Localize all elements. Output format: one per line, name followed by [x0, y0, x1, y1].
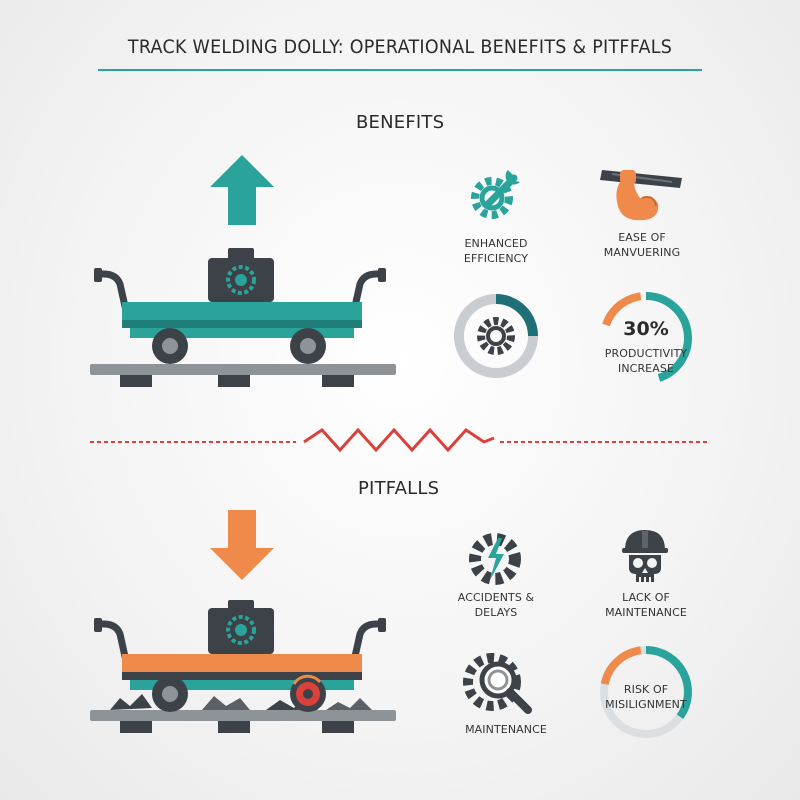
benefits-dolly-illustration	[90, 248, 396, 387]
section-divider	[90, 427, 710, 453]
arrow-down-icon	[210, 510, 274, 580]
benefits-heading: BENEFITS	[356, 112, 445, 133]
arrow-up-icon	[210, 155, 274, 225]
wrench-gear-icon	[471, 170, 520, 219]
gear-ring-icon	[454, 294, 538, 378]
productivity-value: 30%	[623, 318, 669, 340]
gear-magnifier-icon	[463, 653, 532, 714]
benefit-label-efficiency: ENHANCED EFFICIENCY	[463, 237, 529, 265]
warning-ring-icon	[600, 646, 692, 738]
progress-ring-icon	[602, 292, 692, 382]
pitfall-label-misalignment: RISK OF MISILIGNMENT	[605, 683, 687, 711]
pitfall-label-accidents: ACCIDENTS & DELAYS	[457, 591, 535, 619]
page-title: TRACK WELDING DOLLY: OPERATIONAL BENEFIT…	[127, 36, 673, 58]
benefit-label-productivity: PRODUCTIVITY INCREASE	[604, 347, 688, 375]
skull-hardhat-icon	[622, 530, 668, 582]
benefit-label-maneuvering: EASE OF MANVUERING	[603, 231, 681, 259]
broken-gear-icon	[469, 533, 521, 585]
title-underline	[98, 69, 702, 71]
pitfalls-dolly-illustration	[90, 600, 396, 733]
strong-arm-icon	[600, 170, 682, 221]
pitfalls-heading: PITFALLS	[358, 478, 440, 499]
pitfall-label-lack-maintenance: LACK OF MAINTENANCE	[605, 591, 687, 619]
pitfall-label-maintenance: MAINTENANCE	[465, 723, 547, 736]
